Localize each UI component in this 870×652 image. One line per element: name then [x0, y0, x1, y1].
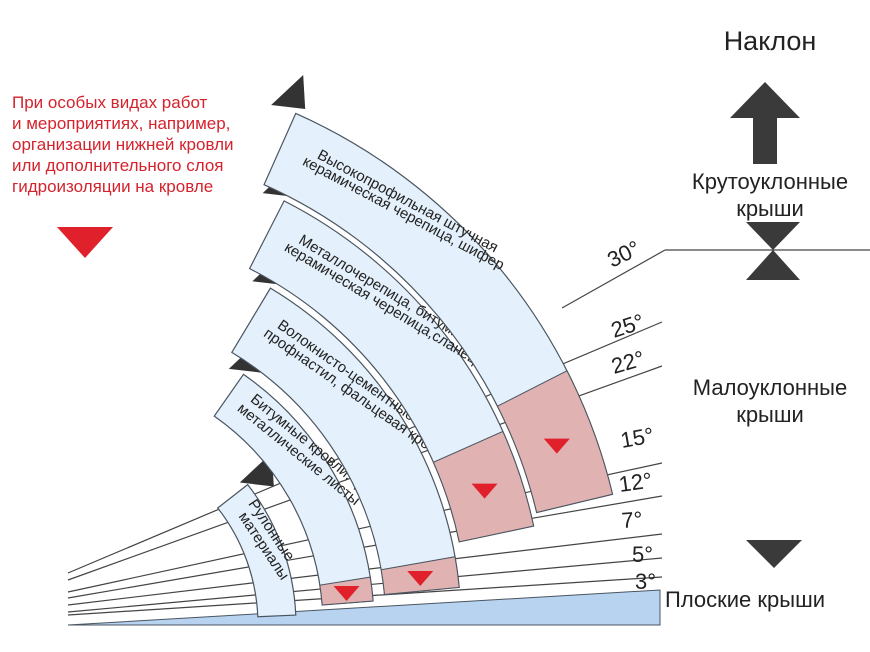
- special-measures-marker-icon: [407, 571, 434, 587]
- flat-roofs-label: Плоские крыши: [665, 587, 826, 612]
- slope-arrow-icon: [730, 82, 800, 164]
- band-limit-marker-icon: [271, 74, 306, 109]
- angle-label-25: 25°: [608, 309, 647, 343]
- steep-boundary-marker-icon: [746, 222, 800, 280]
- low-slope-roofs-label: Малоуклонные крыши: [692, 375, 848, 427]
- flat-boundary-marker-icon: [746, 540, 802, 568]
- material-band-1: [216, 483, 297, 618]
- angle-label-12: 12°: [617, 468, 653, 497]
- special-works-note: При особых видах работ и мероприятиях, н…: [12, 93, 234, 196]
- special-measures-marker-icon: [471, 483, 498, 499]
- angle-label-5: 5°: [632, 542, 653, 567]
- material-band-3: [230, 287, 460, 596]
- angle-label-7: 7°: [621, 507, 644, 533]
- angle-label-3: 3°: [635, 569, 656, 594]
- steep-roofs-label: Крутоуклонные крыши: [691, 169, 849, 221]
- special-measures-marker-icon: [333, 586, 360, 602]
- special-measures-marker-icon: [543, 438, 570, 454]
- material-band-2: [213, 373, 374, 606]
- special-works-marker-icon: [57, 227, 113, 258]
- angle-label-30: 30°: [603, 235, 644, 272]
- flat-roof-base: [67, 589, 661, 626]
- angle-label-15: 15°: [619, 423, 656, 453]
- slope-title: Наклон: [723, 26, 817, 56]
